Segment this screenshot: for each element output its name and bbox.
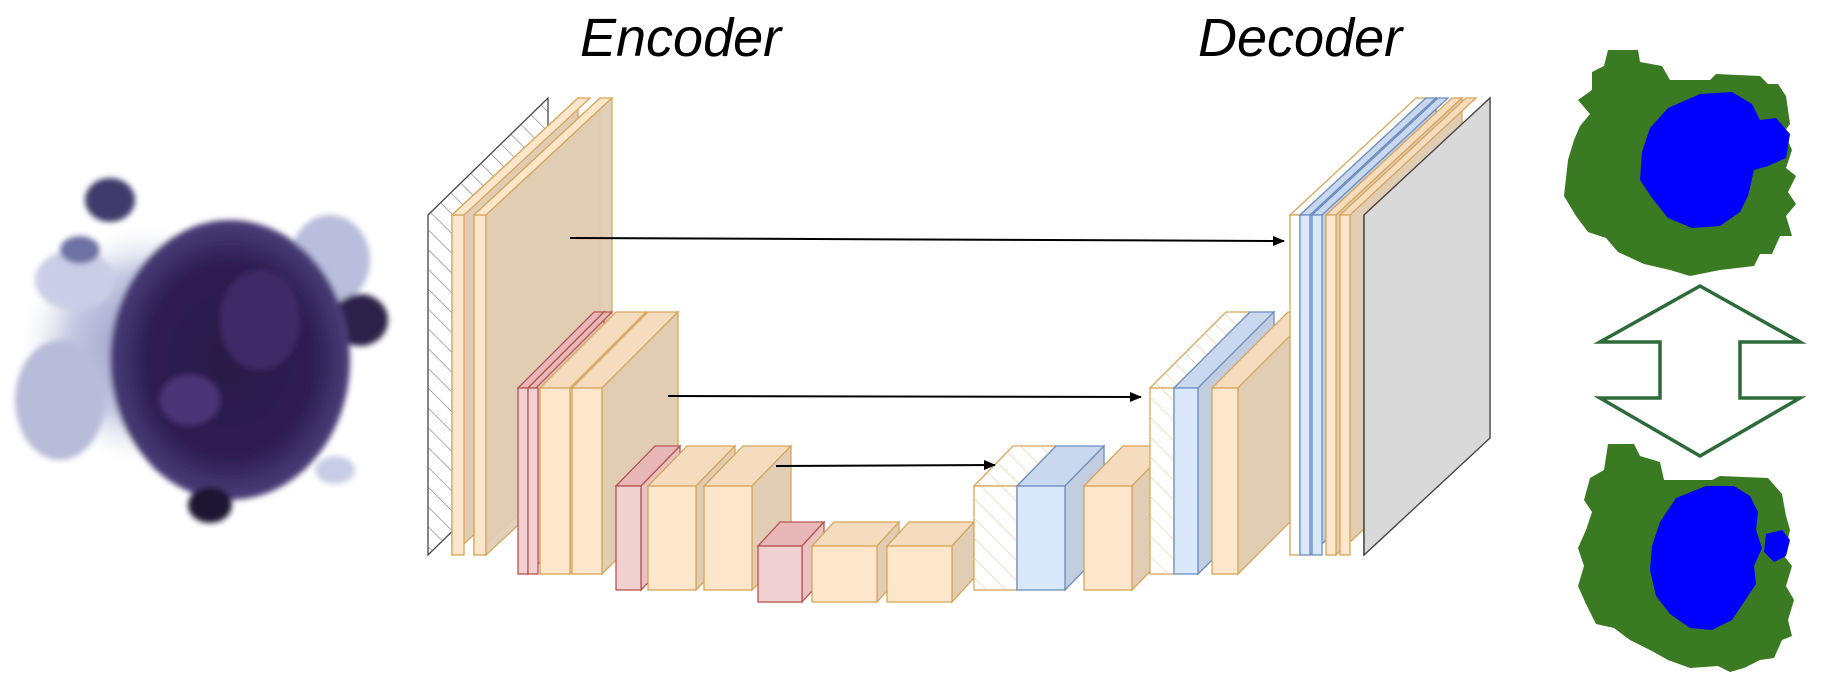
encoder-title: Encoder xyxy=(580,8,783,68)
double-arrow-icon xyxy=(1593,283,1807,459)
input-cell-image xyxy=(15,178,388,523)
decoder-blocks xyxy=(972,96,1491,592)
segmentation-mask-bottom xyxy=(1578,444,1794,672)
skip-connection-arrow xyxy=(667,391,1142,402)
skip-connection-arrow xyxy=(775,460,996,471)
encoder-blocks xyxy=(427,96,976,604)
decoder-output-plane xyxy=(1363,96,1491,557)
skip-connections xyxy=(569,235,1285,471)
segmentation-mask-top xyxy=(1564,50,1796,276)
decoder-title: Decoder xyxy=(1198,8,1404,68)
decoder-level3-concat xyxy=(972,445,1058,591)
skip-connection-arrow xyxy=(569,235,1285,246)
bottleneck-feature-maps xyxy=(810,520,976,604)
